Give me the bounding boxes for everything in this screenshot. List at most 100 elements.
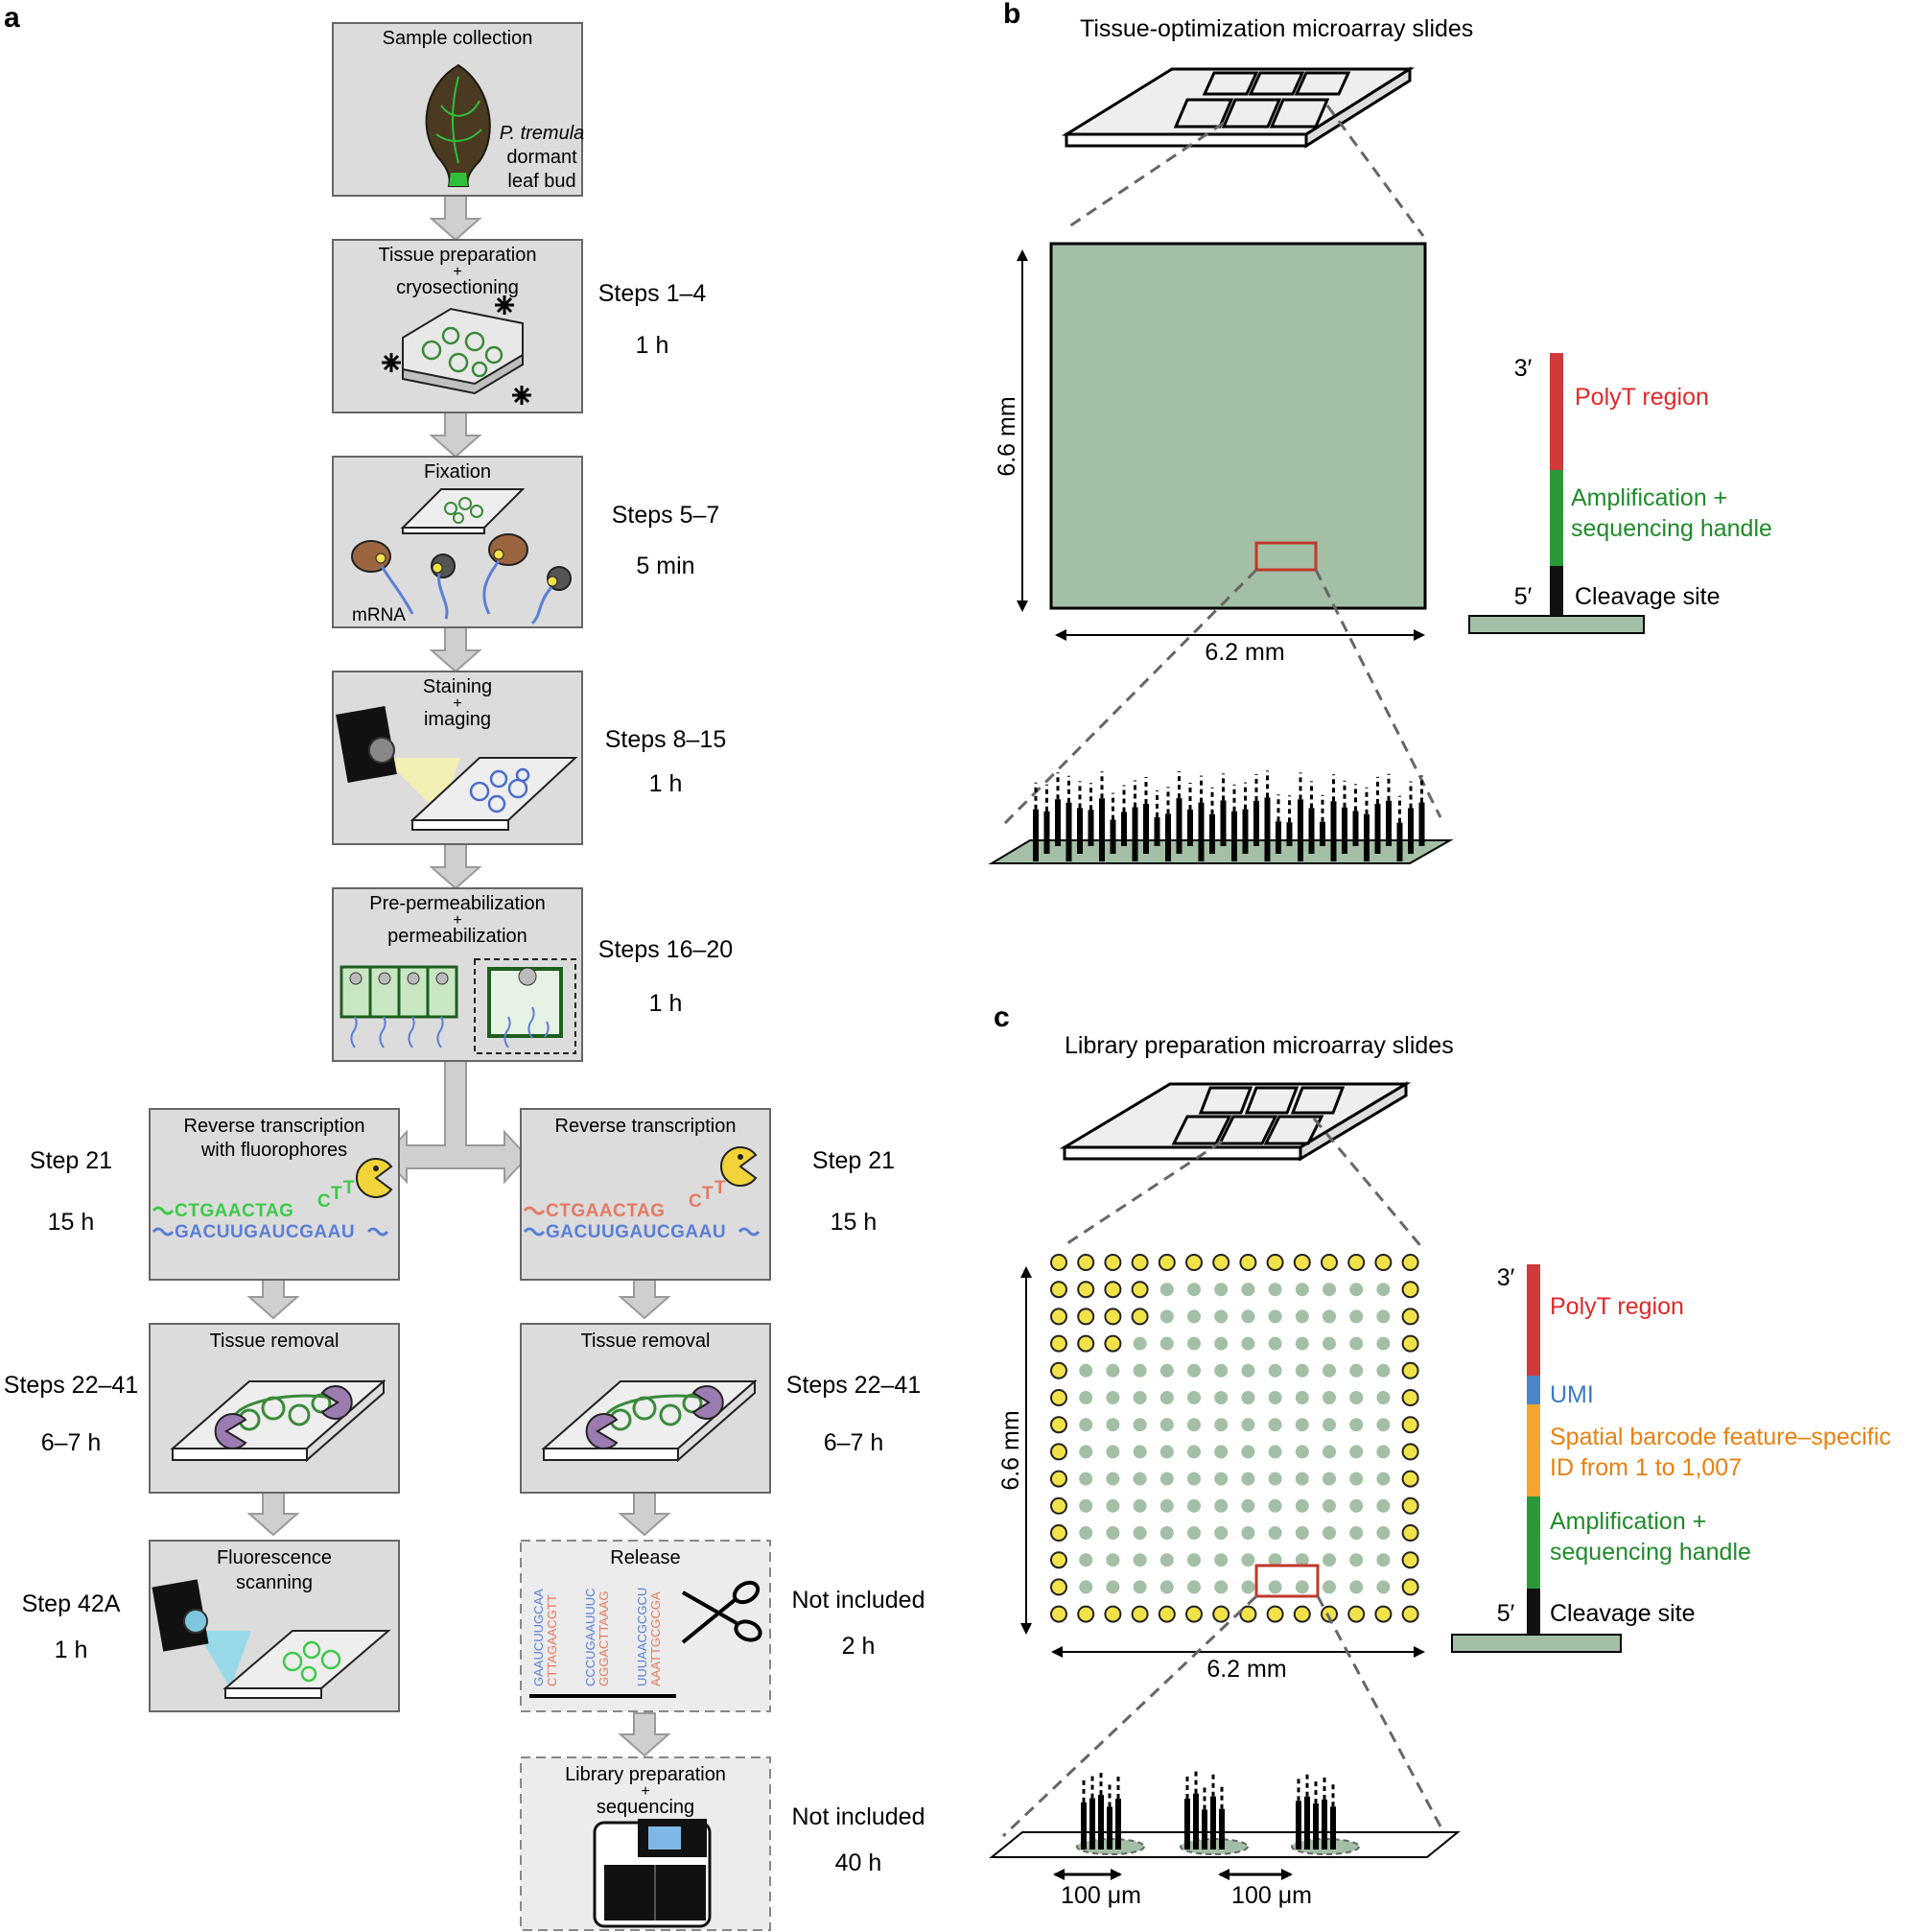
probe-c-amp2: sequencing handle (1550, 1539, 1751, 1566)
width-label-c: 6.2 mm (1206, 1656, 1286, 1683)
capture-spot (1241, 1309, 1255, 1324)
sample-title: Sample collection (383, 28, 533, 49)
fiducial-spot (1401, 1416, 1419, 1434)
release-seq-3: GGGACTTAAAG (597, 1591, 611, 1686)
probe-c-barcode2: ID from 1 to 1,007 (1550, 1454, 1742, 1481)
capture-spot (1187, 1418, 1201, 1432)
fiducial-spot (1050, 1254, 1067, 1271)
rt-right-box: Reverse transcription CTGAACTAG C T T GA… (520, 1108, 895, 1281)
fiducial-spot (1374, 1254, 1393, 1271)
staining-time: 1 h (649, 770, 683, 797)
probe-c (1451, 1264, 1622, 1653)
fiducial-spot (1050, 1281, 1067, 1299)
capture-spot (1295, 1472, 1309, 1486)
capture-spot (1295, 1309, 1309, 1324)
capture-spot (1376, 1526, 1391, 1540)
rt-right-tail-1: T (702, 1184, 714, 1204)
capture-spot (1323, 1391, 1336, 1404)
zoom-box-c (1254, 1564, 1320, 1598)
probe-c-umi: UMI (1550, 1381, 1594, 1408)
fixation-steps: Steps 5–7 (612, 502, 720, 529)
spacing-label-left: 100 μm (1061, 1882, 1141, 1909)
flow-arrow (429, 843, 482, 890)
panel-b-title: Tissue-optimization microarray slides (1080, 15, 1473, 42)
rt-left-steps: Step 21 (30, 1147, 112, 1174)
capture-spot (1133, 1498, 1147, 1513)
capture-spot (1268, 1391, 1282, 1404)
capture-spot (1214, 1580, 1229, 1594)
spot-array-c (1050, 1254, 1419, 1623)
fiducial-spot (1077, 1281, 1095, 1299)
release-title: Release (610, 1547, 680, 1568)
capture-spot (1214, 1336, 1229, 1351)
removal-left-time: 6–7 h (41, 1429, 102, 1456)
capture-spot (1268, 1418, 1282, 1432)
probe-b-polyt: PolyT region (1575, 384, 1709, 411)
fluor-slide (222, 1630, 391, 1699)
capture-spot (1106, 1498, 1120, 1513)
fiducial-spot (1104, 1254, 1122, 1271)
flow-arrow (246, 1492, 300, 1537)
capture-spot (1241, 1526, 1255, 1540)
capture-spot (1079, 1363, 1093, 1378)
capture-spot (1376, 1472, 1391, 1486)
capture-spot (1187, 1391, 1201, 1404)
capture-spot (1295, 1526, 1309, 1540)
probe-c-barcode1: Spatial barcode feature–specific (1550, 1424, 1891, 1450)
wavy-bottom-right (523, 1227, 546, 1237)
fiducial-spot (1131, 1254, 1149, 1271)
capture-spot (1376, 1445, 1391, 1459)
fluorescence-box: Fluorescence scanning Step 42A 1 h (22, 1540, 400, 1712)
staining-title1: Staining (423, 676, 492, 697)
fluor-title2: scanning (236, 1572, 313, 1593)
capture-spot (1241, 1553, 1255, 1567)
capture-spot (1159, 1418, 1174, 1432)
capture-spot (1159, 1336, 1174, 1351)
fiducial-spot (1050, 1605, 1067, 1623)
capture-spot (1159, 1445, 1174, 1459)
fiducial-spot (1104, 1605, 1122, 1623)
removal-slide-right (541, 1378, 758, 1463)
fiducial-spot (1185, 1605, 1203, 1623)
fiducial-spot (1077, 1334, 1095, 1353)
probe-b-amp1: Amplification + (1571, 484, 1727, 511)
capture-spot (1241, 1472, 1255, 1486)
removal-left-title: Tissue removal (210, 1331, 340, 1352)
fiducial-spot (1131, 1281, 1149, 1299)
capture-spot (1323, 1498, 1336, 1513)
panel-c-title: Library preparation microarray slides (1065, 1032, 1454, 1059)
fiducial-spot (1050, 1443, 1067, 1461)
tissue-prep-title1: Tissue preparation (379, 245, 537, 266)
rt-left-seq-top: CTGAACTAG (175, 1201, 293, 1221)
tissue-prep-time: 1 h (636, 332, 669, 359)
staining-slide (410, 757, 578, 831)
capture-spot (1241, 1363, 1255, 1378)
capture-spot (1295, 1391, 1309, 1404)
rt-right-tail-0: C (689, 1191, 702, 1212)
capture-area-b (1049, 242, 1427, 610)
probe-b-5prime: 5′ (1514, 583, 1533, 610)
fiducial-spot (1104, 1281, 1122, 1299)
fiducial-spot (1158, 1254, 1176, 1271)
capture-spot (1214, 1283, 1229, 1297)
capture-spot (1323, 1472, 1336, 1486)
capture-spot (1187, 1553, 1201, 1567)
capture-spot (1349, 1309, 1364, 1324)
library-plus: + (641, 1783, 649, 1800)
probe-c-amp1: Amplification + (1550, 1508, 1706, 1535)
fiducial-spot (1401, 1254, 1419, 1271)
fiducial-spot (1239, 1254, 1257, 1271)
capture-spot (1106, 1363, 1120, 1378)
capture-spot (1214, 1553, 1229, 1567)
perm-steps: Steps 16–20 (598, 936, 733, 963)
capture-spot (1079, 1472, 1093, 1486)
library-time: 40 h (835, 1850, 882, 1876)
fiducial-spot (1050, 1416, 1067, 1434)
wavy-bottom-left-end (366, 1227, 389, 1237)
library-title1: Library preparation (565, 1764, 726, 1785)
flow-arrow (429, 626, 482, 673)
capture-spot (1376, 1418, 1391, 1432)
fiducial-spot (1077, 1605, 1095, 1623)
capture-spot (1159, 1363, 1174, 1378)
capture-spot (1376, 1498, 1391, 1513)
